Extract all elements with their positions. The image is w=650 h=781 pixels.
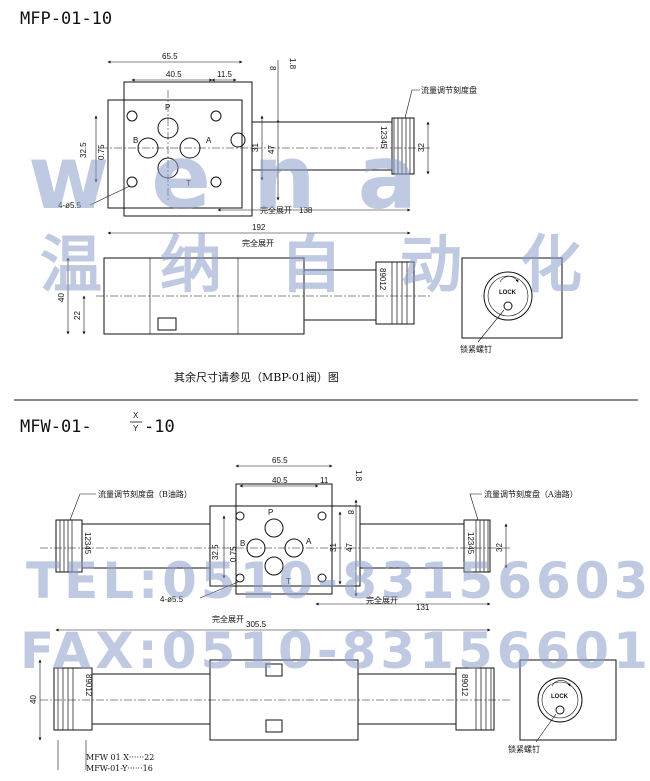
watermark-fax: FAX:0510-83156601 bbox=[20, 622, 650, 680]
top-port-a-label: A bbox=[206, 136, 212, 145]
top-port-b-label: B bbox=[133, 136, 138, 145]
bottom-port-a-label: A bbox=[306, 537, 312, 546]
top-mount-hole bbox=[126, 176, 138, 188]
top-dim-32-5: 32.5 bbox=[79, 142, 88, 158]
bottom-lock-screw-label: 锁紧螺钉 bbox=[508, 744, 540, 754]
top-side-dial-digits: 89012 bbox=[378, 268, 387, 291]
bottom-port-b-label: B bbox=[240, 539, 245, 548]
top-title: MFP-01-10 bbox=[20, 9, 112, 29]
bottom-dim-32: 32 bbox=[495, 543, 504, 552]
bottom-side-right-digits: 89012 bbox=[460, 674, 469, 697]
bottom-side-right-knob bbox=[455, 667, 495, 731]
bottom-port-t-label: T bbox=[286, 577, 291, 586]
bottom-port-p-label: P bbox=[268, 508, 273, 517]
bottom-dim-305-5: 305.5 bbox=[246, 620, 267, 629]
top-port-p-label: P bbox=[165, 103, 170, 112]
bottom-title-x: X bbox=[133, 411, 139, 420]
bottom-dim-131: 131 bbox=[416, 603, 430, 612]
watermark: wena 温纳自动化 TEL:0510-83156603 FAX:0510-83… bbox=[20, 126, 650, 680]
bottom-dim-8: 8 bbox=[346, 510, 355, 515]
top-lock-screw-label: 锁紧螺钉 bbox=[460, 344, 492, 354]
top-lock-text: LOCK bbox=[499, 290, 517, 296]
bottom-title-y: Y bbox=[133, 424, 139, 433]
bottom-dim-65-5: 65.5 bbox=[272, 456, 288, 465]
bottom-full-open-label: 完全展开 bbox=[366, 595, 398, 605]
top-lock-screw-plan bbox=[230, 132, 246, 148]
top-flow-dial-label: 流量调节刻度盘 bbox=[421, 85, 477, 95]
top-plan-view: 12345 P B A T 65.5 40.5 11.5 8 1.8 32.5 … bbox=[58, 52, 477, 248]
bottom-flow-dial-b-label: 流量调节刻度盘（B油路） bbox=[98, 489, 192, 499]
watermark-brand: wena bbox=[28, 126, 459, 229]
top-dim-22: 22 bbox=[73, 311, 82, 320]
bottom-flow-dial-a-label: 流量调节刻度盘（A油路） bbox=[484, 489, 578, 499]
bottom-plan-view: 12345 12345 P B A T 65.5 40.5 11 1.8 8 3… bbox=[40, 456, 578, 632]
bottom-right-dial-digits: 12345 bbox=[466, 532, 475, 555]
top-dim-32: 32 bbox=[417, 143, 426, 152]
top-full-open-label-2: 完全展开 bbox=[242, 238, 274, 248]
top-dim-47: 47 bbox=[267, 145, 276, 154]
bottom-mfw-y-note: MFW-01-Y······16 bbox=[86, 764, 153, 773]
bottom-dim-0-75: 0.75 bbox=[229, 546, 238, 562]
bottom-lock-dial bbox=[537, 677, 583, 723]
top-full-open-label: 完全展开 bbox=[260, 205, 292, 215]
bottom-end-body bbox=[519, 659, 617, 741]
top-side-view: 89012 40 22 bbox=[57, 257, 430, 335]
bottom-dim-1-8: 1.8 bbox=[354, 470, 363, 482]
bottom-dim-40-5: 40.5 bbox=[272, 476, 288, 485]
bottom-dim-31: 31 bbox=[329, 543, 338, 552]
bottom-title-main: MFW-01- bbox=[20, 417, 92, 437]
bottom-side-view: 89012 89012 40 MFW 01 X······22 MFW-01-Y… bbox=[29, 659, 510, 773]
bottom-dim-40: 40 bbox=[29, 695, 38, 704]
top-end-view: LOCK 锁紧螺钉 bbox=[460, 257, 563, 354]
top-port-t-label: T bbox=[186, 179, 191, 188]
top-dim-138: 138 bbox=[299, 206, 313, 215]
top-hole-dim: 4-ø5.5 bbox=[58, 201, 82, 210]
bottom-dim-47: 47 bbox=[345, 543, 354, 552]
top-dim-11-5: 11.5 bbox=[217, 70, 233, 79]
top-dim-1-8: 1.8 bbox=[288, 58, 297, 70]
watermark-tel: TEL:0510-83156603 bbox=[26, 552, 650, 610]
watermark-cn: 温纳自动化 bbox=[40, 228, 640, 301]
top-side-knob bbox=[375, 261, 415, 325]
top-dim-8: 8 bbox=[268, 66, 277, 71]
top-end-body bbox=[461, 257, 563, 339]
top-dial-digits: 12345 bbox=[379, 126, 388, 149]
top-mount-hole bbox=[210, 110, 222, 122]
top-mount-hole bbox=[126, 110, 138, 122]
bottom-title-end: -10 bbox=[144, 417, 175, 437]
top-dim-40-5: 40.5 bbox=[166, 70, 182, 79]
bottom-end-view: LOCK 锁紧螺钉 bbox=[508, 659, 617, 754]
bottom-left-dial-digits: 12345 bbox=[83, 532, 92, 555]
bottom-right-knob bbox=[463, 519, 491, 573]
bottom-dim-11: 11 bbox=[320, 476, 329, 485]
bottom-mfw-x-note: MFW 01 X······22 bbox=[86, 753, 154, 762]
bottom-dim-32-5: 32.5 bbox=[211, 544, 220, 560]
top-dim-31: 31 bbox=[251, 143, 260, 152]
bottom-left-knob bbox=[55, 519, 83, 573]
top-dim-0-75: 0.75 bbox=[97, 144, 106, 160]
top-knob-knurl bbox=[393, 118, 411, 174]
bottom-hole-dim: 4-ø5.5 bbox=[160, 595, 184, 604]
top-flow-knob bbox=[391, 117, 415, 175]
top-dim-192: 192 bbox=[252, 223, 266, 232]
top-mount-hole bbox=[210, 176, 222, 188]
bottom-title: MFW-01- X Y -10 bbox=[20, 411, 175, 437]
bottom-lock-screw bbox=[555, 705, 565, 715]
bottom-full-open-label-2: 完全展开 bbox=[212, 614, 244, 624]
bottom-side-left-digits: 89012 bbox=[84, 674, 93, 697]
top-dim-40: 40 bbox=[57, 293, 66, 302]
top-note: 其余尺寸请参见（MBP-01阀）图 bbox=[174, 370, 339, 384]
top-lock-screw bbox=[503, 301, 513, 311]
top-lock-dial bbox=[483, 271, 533, 321]
bottom-lock-text: LOCK bbox=[551, 694, 569, 700]
top-dim-65-5: 65.5 bbox=[162, 52, 178, 61]
